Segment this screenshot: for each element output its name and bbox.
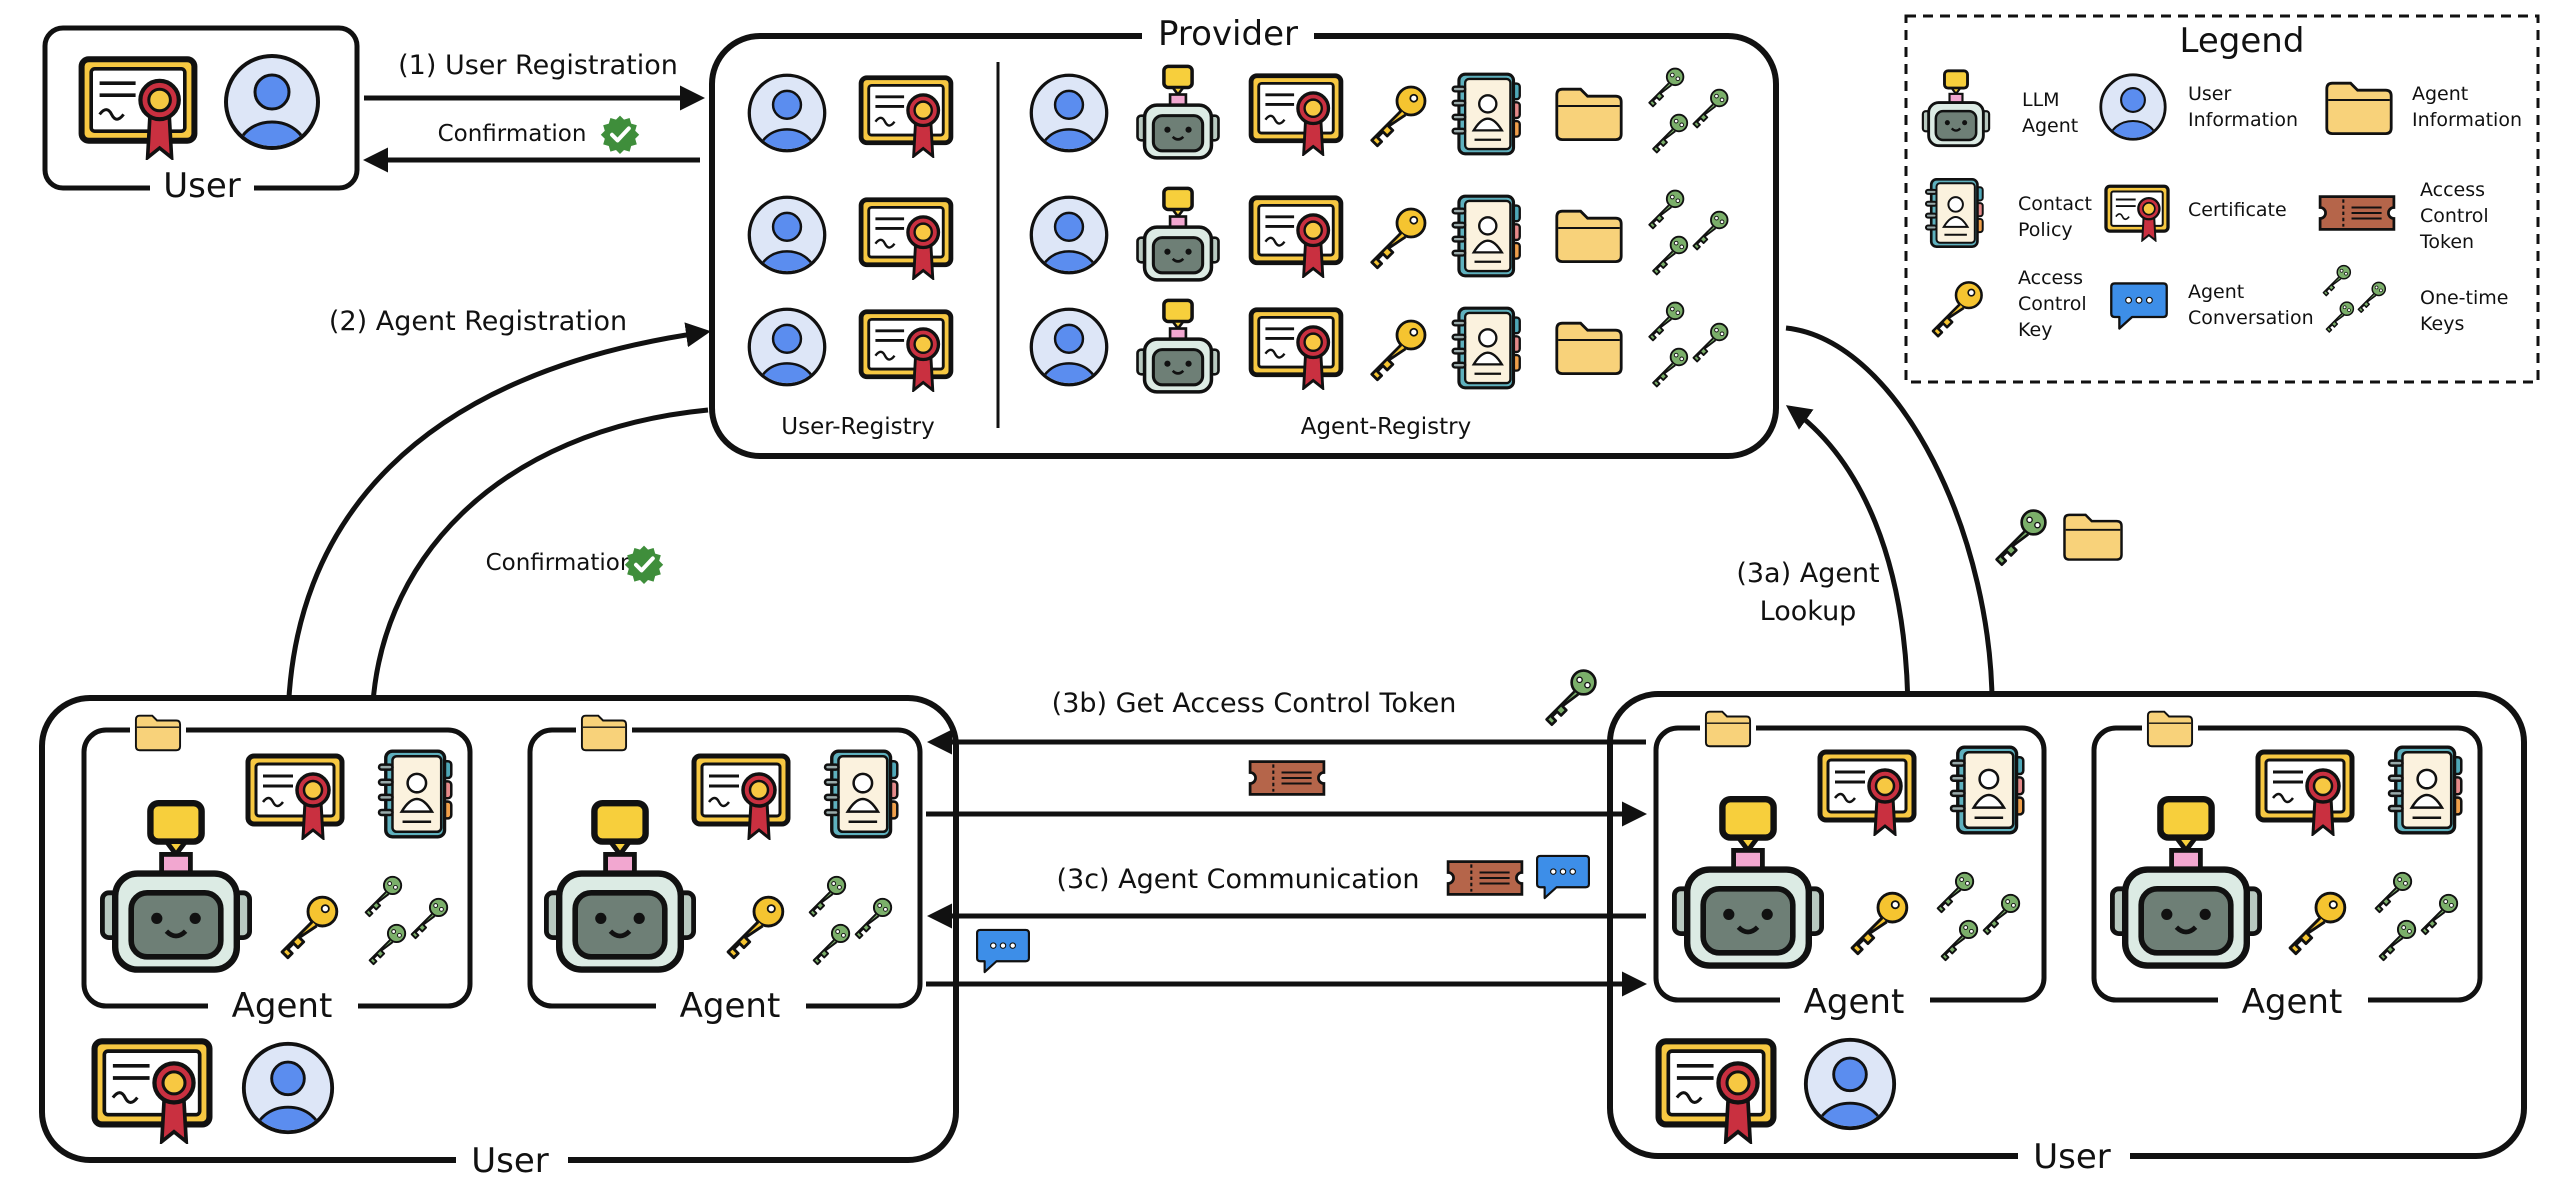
folder-icon xyxy=(580,714,628,752)
left-user-label: User xyxy=(471,1141,549,1181)
legend-otk-1: One-time xyxy=(2420,287,2508,309)
contact-policy-icon xyxy=(2387,745,2464,835)
contact-policy-icon xyxy=(1924,177,1985,249)
token-icon xyxy=(1446,860,1524,896)
token-icon xyxy=(2318,195,2396,231)
left-agent-2-label: Agent xyxy=(680,986,781,1026)
agent-comm-label: (3c) Agent Communication xyxy=(1057,864,1420,895)
legend-llm-1: LLM xyxy=(2022,89,2060,111)
agent-lookup-label-2: Lookup xyxy=(1760,596,1857,627)
right-user-label: User xyxy=(2033,1137,2111,1177)
agent-registry-label: Agent-Registry xyxy=(1301,414,1472,440)
folder-icon xyxy=(2325,81,2393,136)
legend-key-3: Key xyxy=(2018,319,2052,341)
legend-agentinfo-2: Information xyxy=(2412,109,2522,131)
provider-box: Provider User-Registry Agent-Registry xyxy=(709,14,1779,459)
right-agent-2: Agent xyxy=(2091,708,2483,1022)
user-registration-flow: (1) User Registration Confirmation xyxy=(363,50,705,173)
certificate-icon xyxy=(694,756,788,838)
certificate-icon xyxy=(95,1041,210,1141)
confirmation-label-1: Confirmation xyxy=(438,121,587,147)
certificate-icon xyxy=(82,59,195,157)
agent-lookup-flow: (3a) Agent Lookup xyxy=(1736,325,2123,723)
certificate-icon xyxy=(1820,752,1914,834)
certificate-icon xyxy=(1659,1041,1774,1141)
green-key-icon xyxy=(1545,669,1597,727)
folder-icon xyxy=(2063,513,2123,561)
provider-title: Provider xyxy=(1158,14,1298,54)
legend-llm-2: Agent xyxy=(2022,115,2078,137)
legend-user-1: User xyxy=(2188,83,2231,105)
legend-user-2: Information xyxy=(2188,109,2298,131)
right-agent-1: Agent xyxy=(1653,708,2047,1022)
folder-icon xyxy=(134,714,182,752)
agent-comm-flow: (3c) Agent Communication xyxy=(926,854,1647,997)
agent-registration-flow: (2) Agent Registration Confirmation xyxy=(285,306,711,733)
folder-icon xyxy=(1555,87,1623,142)
legend-title: Legend xyxy=(2180,21,2305,61)
folder-icon xyxy=(1555,209,1623,264)
legend-key-1: Access xyxy=(2018,267,2083,289)
user-registration-label: (1) User Registration xyxy=(398,50,678,81)
legend-contact-1: Contact xyxy=(2018,193,2092,215)
check-icon xyxy=(600,114,640,154)
right-user-box: User Agent Agent xyxy=(1607,691,2527,1177)
certificate-icon xyxy=(2104,184,2170,242)
green-key-icon xyxy=(1995,509,2047,567)
contact-policy-icon xyxy=(1949,745,2026,835)
confirmation-label-2: Confirmation xyxy=(486,550,635,576)
legend-box: Legend LLM Agent User Information Agent … xyxy=(1904,14,2540,384)
contact-policy-icon xyxy=(823,749,900,839)
contact-policy-icon xyxy=(1451,194,1522,278)
certificate-icon xyxy=(2258,752,2352,834)
get-token-label: (3b) Get Access Control Token xyxy=(1052,688,1457,719)
legend-key-2: Control xyxy=(2018,293,2087,315)
agent-registration-label: (2) Agent Registration xyxy=(329,306,627,337)
left-user-box: User Agent Agent xyxy=(39,695,959,1181)
user-top-box: User xyxy=(42,25,360,208)
folder-icon xyxy=(1704,710,1752,748)
left-agent-1-label: Agent xyxy=(232,986,333,1026)
legend-agentinfo-1: Agent xyxy=(2412,83,2468,105)
contact-policy-icon xyxy=(1451,306,1522,390)
user-top-label: User xyxy=(163,166,241,206)
chat-icon xyxy=(976,928,1030,974)
legend-token-3: Token xyxy=(2419,231,2474,253)
token-icon xyxy=(1248,760,1326,796)
certificate-icon xyxy=(861,78,951,156)
agent-lookup-label-1: (3a) Agent xyxy=(1736,558,1879,589)
certificate-icon xyxy=(248,756,342,838)
folder-icon xyxy=(1555,321,1623,376)
legend-contact-2: Policy xyxy=(2018,219,2073,241)
legend-conv-2: Conversation xyxy=(2188,307,2314,329)
chat-icon xyxy=(1536,854,1590,900)
certificate-icon xyxy=(861,200,951,278)
get-token-flow: (3b) Get Access Control Token xyxy=(926,669,1647,827)
legend-token-2: Control xyxy=(2420,205,2489,227)
certificate-icon xyxy=(1251,76,1341,154)
user-registry-label: User-Registry xyxy=(781,414,934,440)
legend-token-1: Access xyxy=(2420,179,2485,201)
certificate-icon xyxy=(1251,310,1341,388)
legend-conv-1: Agent xyxy=(2188,281,2244,303)
folder-icon xyxy=(2146,710,2194,748)
certificate-icon xyxy=(861,312,951,390)
left-agent-1: Agent xyxy=(81,712,473,1026)
legend-otk-2: Keys xyxy=(2420,313,2464,335)
certificate-icon xyxy=(1251,198,1341,276)
contact-policy-icon xyxy=(1451,72,1522,156)
legend-certificate: Certificate xyxy=(2188,199,2287,221)
right-agent-2-label: Agent xyxy=(2242,982,2343,1022)
right-agent-1-label: Agent xyxy=(1804,982,1905,1022)
left-agent-2: Agent xyxy=(527,712,923,1026)
contact-policy-icon xyxy=(377,749,454,839)
